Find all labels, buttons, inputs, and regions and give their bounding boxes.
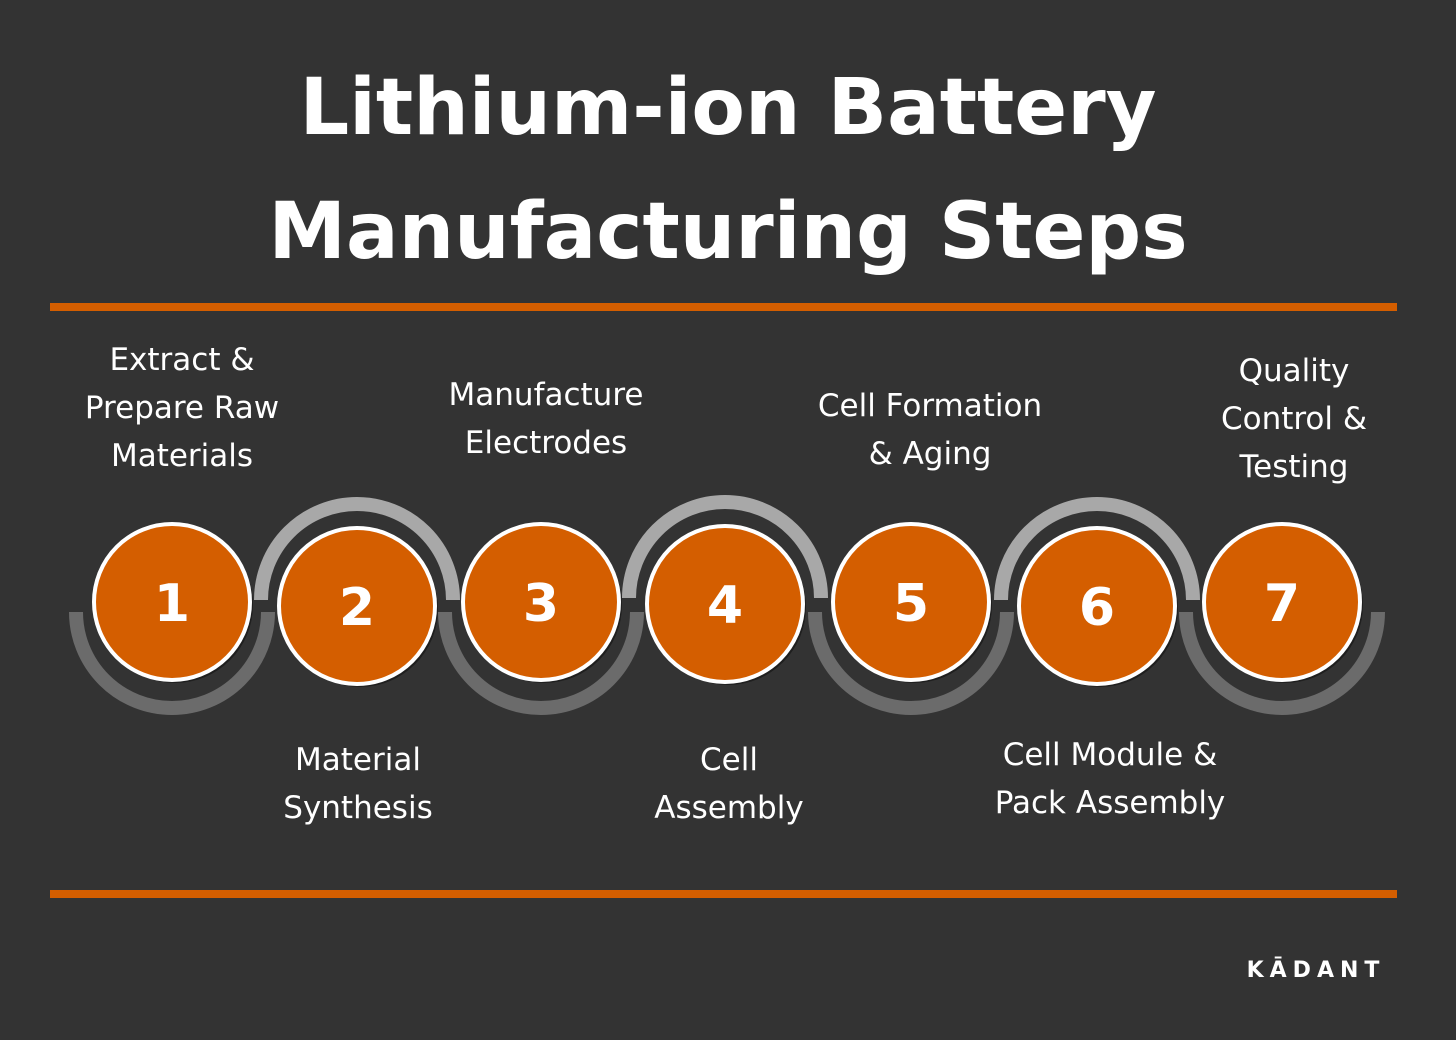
step-2-label: Material Synthesis	[283, 742, 433, 826]
step-5-node: 5	[831, 522, 992, 683]
connector-arcs	[69, 495, 1385, 715]
kadant-logo: KĀDANT	[1246, 958, 1386, 983]
step-1-label: Extract & Prepare Raw Materials	[84, 342, 280, 474]
bottom-divider	[50, 890, 1397, 898]
step-7-node: 7	[1202, 522, 1363, 683]
step-1-node: 1	[92, 522, 253, 683]
step-7-arc	[1179, 611, 1385, 715]
step-6-circle	[1017, 526, 1177, 686]
step-4-label: Cell Assembly	[654, 742, 804, 826]
page-title: Lithium-ion Battery Manufacturing Steps	[0, 46, 1456, 294]
step-4-arc	[622, 495, 828, 599]
step-4-node: 4	[645, 524, 806, 685]
step-5-label: Cell Formation & Aging	[817, 388, 1043, 472]
step-circles: 1 2 3 4 5 6 7	[92, 522, 1363, 687]
step-6-label: Cell Module & Pack Assembly	[994, 737, 1226, 821]
step-3-circle	[461, 522, 621, 682]
step-3-node: 3	[461, 522, 622, 683]
step-3-arc	[438, 611, 644, 715]
step-1-circle	[92, 522, 252, 682]
step-5-number: 5	[893, 574, 929, 634]
step-6-arc	[994, 497, 1200, 601]
step-2-arc	[254, 497, 460, 601]
step-7-label: Quality Control & Testing	[1220, 353, 1368, 485]
step-2-node: 2	[277, 526, 438, 687]
step-5-circle	[831, 522, 991, 682]
step-6-number: 6	[1079, 578, 1115, 638]
step-6-node: 6	[1017, 526, 1178, 687]
step-7-circle	[1202, 522, 1362, 682]
step-4-circle	[645, 524, 805, 684]
step-3-number: 3	[523, 574, 559, 634]
step-4-number: 4	[707, 576, 743, 636]
step-2-circle	[277, 526, 437, 686]
title-line-1: Lithium-ion Battery	[299, 63, 1157, 153]
step-2-number: 2	[339, 578, 375, 638]
top-divider	[50, 303, 1397, 311]
title-line-2: Manufacturing Steps	[268, 187, 1188, 277]
step-5-arc	[808, 611, 1014, 715]
step-7-number: 7	[1264, 574, 1300, 634]
step-3-label: Manufacture Electrodes	[448, 377, 644, 461]
step-1-number: 1	[154, 574, 190, 634]
step-1-arc	[69, 611, 275, 715]
